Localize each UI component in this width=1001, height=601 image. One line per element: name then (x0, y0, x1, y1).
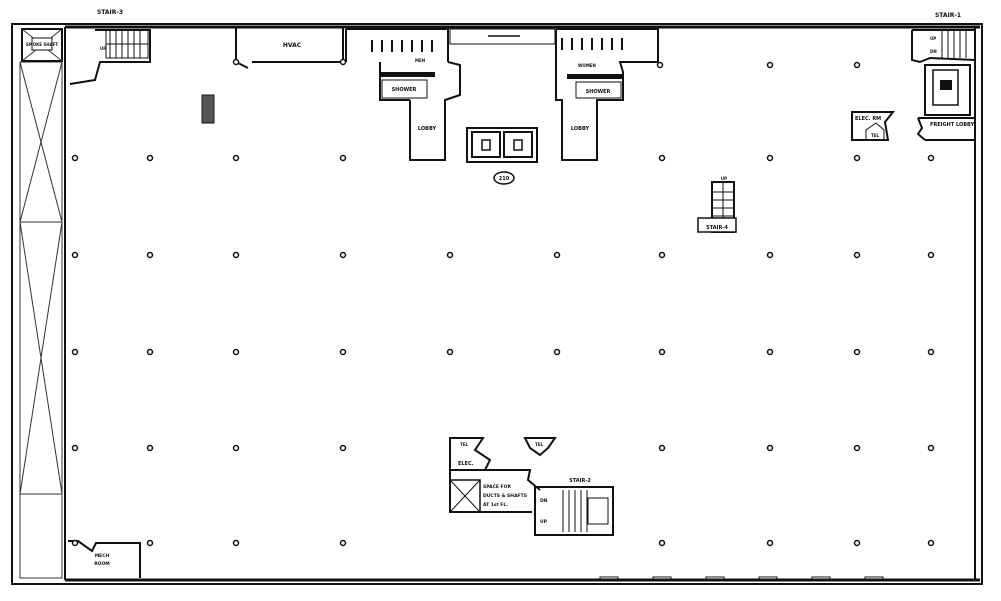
structural-column (658, 444, 666, 452)
tel-bottom-right-label: TEL (535, 442, 543, 447)
elevator-number-label: 210 (499, 176, 510, 182)
shaft-note-line-1: SPACE FOR (483, 484, 511, 490)
equipment-cabinet (201, 94, 215, 124)
shaft-note-line-3: AT 1st FL. (483, 502, 508, 508)
structural-column (232, 539, 240, 547)
structural-column (853, 61, 861, 69)
smoke-shaft: SMOKE SHAFT (21, 28, 63, 62)
stair-3-label: STAIR-3 (97, 9, 123, 16)
structural-column (71, 348, 79, 356)
structural-column (658, 348, 666, 356)
men-label: MEN (415, 58, 425, 63)
men-restroom: MEN SHOWER LOBBY (345, 28, 461, 161)
elec-room-top: ELEC. RM TEL (851, 111, 896, 141)
men-shower-label: SHOWER (392, 87, 417, 93)
structural-column (853, 154, 861, 162)
structural-column (71, 444, 79, 452)
structural-column (339, 539, 347, 547)
tel-top-label: TEL (871, 133, 879, 138)
smoke-shaft-label: SMOKE SHAFT (26, 42, 59, 47)
stair-4-label: STAIR-4 (706, 225, 728, 231)
stair-4: UP STAIR-4 (697, 176, 737, 233)
structural-column (766, 348, 774, 356)
structural-column (71, 251, 79, 259)
structural-column (232, 58, 240, 66)
structural-column (553, 348, 561, 356)
structural-column (232, 444, 240, 452)
hvac-room: HVAC (235, 27, 344, 69)
structural-column (766, 251, 774, 259)
structural-column (766, 154, 774, 162)
mech-room: MECH ROOM (68, 540, 141, 578)
lobby-right-label: LOBBY (571, 126, 590, 132)
structural-column (146, 154, 154, 162)
structural-column (339, 58, 347, 66)
elec-bottom-label: ELEC. (458, 461, 474, 467)
structural-column (853, 444, 861, 452)
freight-lobby-label: FREIGHT LOBBY (930, 122, 975, 128)
bottom-core: TEL ELEC. TEL SPACE FOR DUCTS & SHAFTS A… (449, 437, 557, 513)
freight-lobby: FREIGHT LOBBY (916, 117, 975, 141)
hvac-label: HVAC (283, 42, 302, 49)
stair-1: STAIR-1 UP DN (911, 12, 976, 116)
structural-column (766, 539, 774, 547)
structural-column (927, 348, 935, 356)
stair-3: STAIR-3 UP (69, 9, 151, 85)
structural-column (446, 251, 454, 259)
stair-1-up-label: UP (930, 36, 936, 41)
stair-4-up-label: UP (721, 176, 727, 181)
structural-column (927, 444, 935, 452)
structural-column (339, 348, 347, 356)
structural-column (656, 61, 664, 69)
women-shower-label: SHOWER (586, 89, 611, 95)
structural-column (339, 154, 347, 162)
top-corridor (449, 28, 556, 45)
stair-2-dn-label: DN (540, 498, 548, 504)
structural-column (658, 539, 666, 547)
stair-2: STAIR-2 DN UP (534, 478, 614, 536)
structural-column (232, 251, 240, 259)
stair-2-label: STAIR-2 (569, 478, 591, 484)
structural-column (71, 539, 79, 547)
bottom-window-marks (599, 576, 884, 582)
stair-1-dn-label: DN (930, 49, 937, 54)
structural-column (853, 251, 861, 259)
elevators: 210 (466, 127, 538, 185)
stair-1-label: STAIR-1 (935, 12, 961, 19)
structural-column (853, 348, 861, 356)
structural-column (658, 154, 666, 162)
mech-room-label-1: MECH (95, 553, 110, 559)
structural-column (146, 251, 154, 259)
tel-bottom-left-label: TEL (460, 442, 468, 447)
column-grid (71, 58, 935, 547)
structural-column (71, 154, 79, 162)
structural-column (853, 539, 861, 547)
elec-rm-label: ELEC. RM (855, 116, 881, 122)
structural-column (766, 444, 774, 452)
left-strip (19, 61, 63, 579)
structural-column (232, 348, 240, 356)
structural-column (927, 251, 935, 259)
structural-column (553, 251, 561, 259)
structural-column (658, 251, 666, 259)
structural-column (339, 444, 347, 452)
women-restroom: WOMEN SHOWER LOBBY (555, 28, 659, 161)
structural-column (146, 444, 154, 452)
structural-column (927, 154, 935, 162)
structural-column (766, 61, 774, 69)
shaft-note-line-2: DUCTS & SHAFTS (483, 493, 527, 499)
stair-3-up-label: UP (100, 46, 106, 51)
women-label: WOMEN (578, 63, 596, 68)
structural-column (146, 539, 154, 547)
structural-column (446, 348, 454, 356)
structural-column (339, 251, 347, 259)
structural-column (146, 348, 154, 356)
lobby-left-label: LOBBY (418, 126, 437, 132)
exterior-walls (11, 23, 983, 585)
structural-column (927, 539, 935, 547)
structural-column (232, 154, 240, 162)
stair-2-up-label: UP (540, 519, 548, 525)
mech-room-label-2: ROOM (94, 561, 110, 567)
